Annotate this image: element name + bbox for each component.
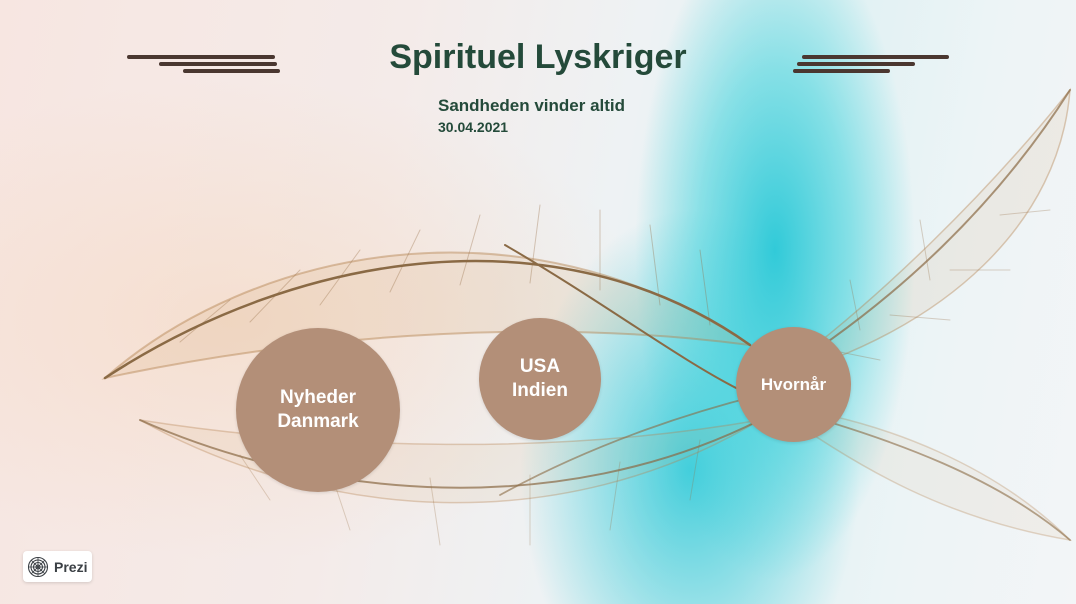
presentation-date: 30.04.2021 xyxy=(438,119,509,135)
decor-line xyxy=(802,55,949,59)
prezi-logo-icon xyxy=(27,556,49,577)
decor-line xyxy=(159,62,277,66)
presentation-title: Spirituel Lyskriger xyxy=(389,38,687,76)
decor-line xyxy=(797,62,915,66)
topic-label: USA Indien xyxy=(512,356,568,401)
topic-label: Nyheder Danmark xyxy=(277,387,359,432)
topic-label: Hvornår xyxy=(760,374,827,394)
topic-bubble-nyheder-danmark[interactable]: Nyheder Danmark xyxy=(236,328,400,492)
prezi-badge[interactable]: Prezi xyxy=(23,551,92,582)
decor-line xyxy=(183,69,280,73)
presentation-subtitle: Sandheden vinder altid xyxy=(438,96,626,115)
topic-bubble-hvornaar[interactable]: Hvornår xyxy=(736,327,851,442)
decor-line xyxy=(793,69,890,73)
decor-line xyxy=(127,55,275,59)
prezi-label: Prezi xyxy=(54,558,88,575)
topic-bubble-usa-indien[interactable]: USA Indien xyxy=(479,318,601,440)
